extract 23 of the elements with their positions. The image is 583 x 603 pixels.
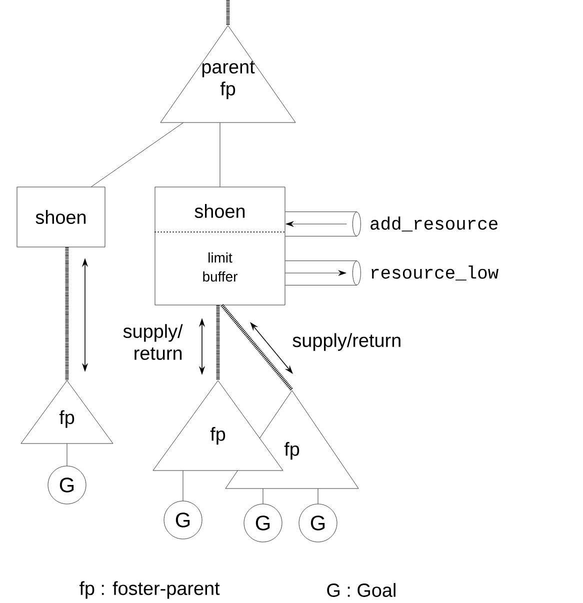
legend-text: fp : foster-parent [79, 581, 220, 599]
connector [66, 444, 68, 466]
legend-text: G : Goal [327, 583, 396, 597]
connector [285, 270, 346, 276]
connector [216, 305, 220, 380]
connector [262, 488, 264, 504]
connector [65, 247, 69, 380]
flow-label: supply/return [292, 333, 400, 351]
connector [91, 122, 184, 187]
triangle-node: parent fp [160, 25, 296, 123]
triangle-node: fp [20, 380, 114, 444]
process-box: shoen [16, 186, 106, 248]
process-box: shoen limit buffer [154, 186, 286, 306]
connector [286, 221, 347, 227]
flow-label: supply/ return [123, 324, 183, 360]
pipe-label: resource_low [372, 266, 498, 280]
connector [226, 0, 230, 25]
connector [182, 470, 184, 501]
connector [220, 304, 294, 392]
pipe [285, 260, 361, 286]
triangle-node: fp [152, 380, 284, 471]
pipe [285, 212, 361, 236]
pipe-label: add_resource [370, 216, 498, 232]
